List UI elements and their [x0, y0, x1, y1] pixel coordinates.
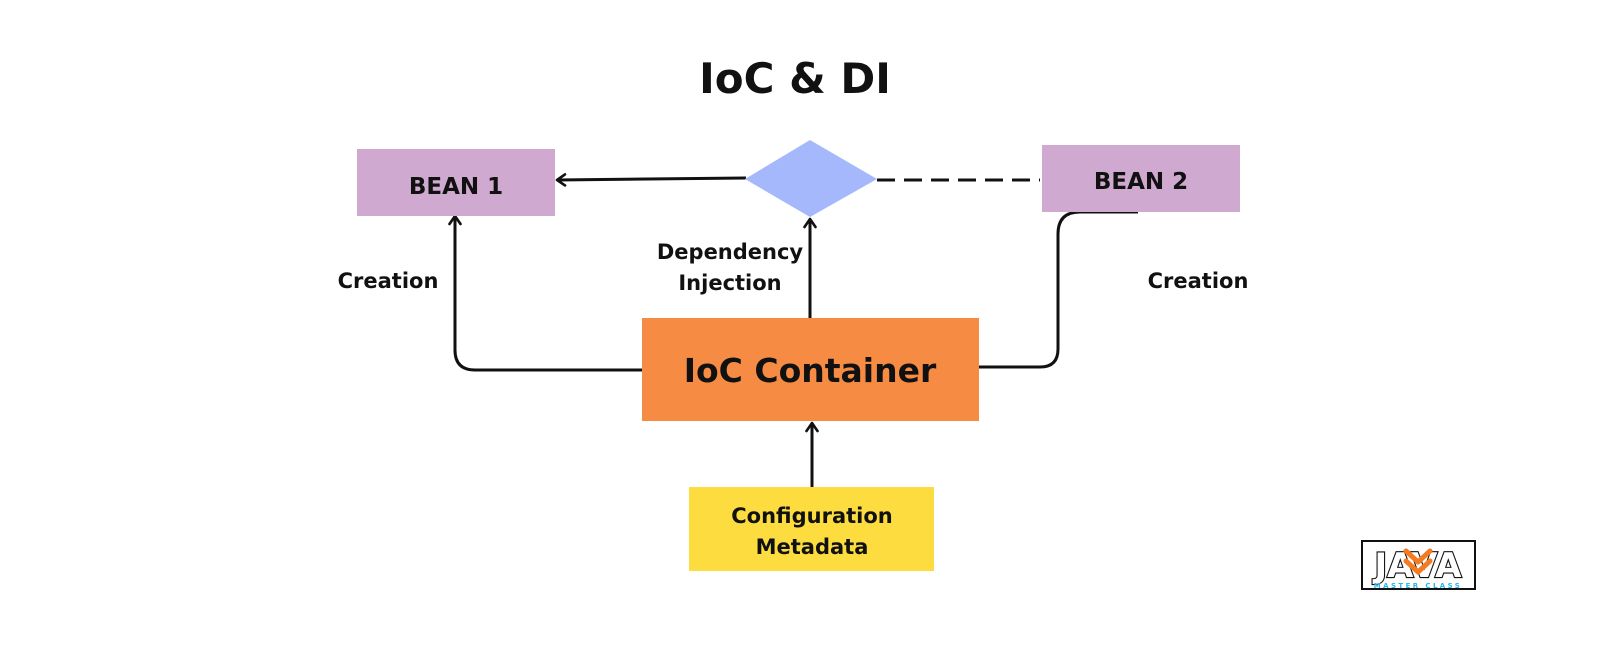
bean1-label: BEAN 1: [409, 174, 503, 200]
ioc-container-box: [642, 318, 979, 421]
injection-decision-diamond: [745, 140, 877, 217]
java-master-class-logo: JAVA MASTER CLASS: [1361, 540, 1476, 590]
config-metadata-label-line1: Configuration: [731, 504, 892, 528]
ioc-container-label: IoC Container: [684, 351, 937, 390]
config-metadata-label-line2: Metadata: [756, 535, 869, 559]
edge-decision-to-bean1: [555, 173, 747, 187]
bean1-box: [357, 149, 555, 216]
logo-frame: [1361, 540, 1476, 590]
edge-creation-bean2: [977, 210, 1138, 369]
dependency-injection-label-line1: Dependency: [657, 240, 804, 264]
config-metadata-box: [689, 487, 934, 571]
ioc-container-node: IoC Container: [642, 318, 979, 421]
creation-label-right: Creation: [1148, 269, 1249, 293]
logo-subtitle: MASTER CLASS: [1374, 582, 1462, 590]
bean2-label: BEAN 2: [1094, 169, 1188, 195]
bean2-box: [1042, 145, 1240, 212]
config-metadata-node: Configuration Metadata: [689, 487, 934, 571]
creation-label-left: Creation: [338, 269, 439, 293]
bean1-node: BEAN 1: [357, 149, 555, 216]
dependency-injection-label-line2: Injection: [678, 271, 781, 295]
logo-letters: JAVA: [1373, 546, 1463, 586]
bean2-node: BEAN 2: [1042, 145, 1240, 212]
logo-chevron-icon: [1403, 548, 1433, 575]
diagram-title: IoC & DI: [699, 54, 891, 103]
connectors: [448, 173, 1138, 487]
edge-creation-bean1: [448, 214, 642, 372]
